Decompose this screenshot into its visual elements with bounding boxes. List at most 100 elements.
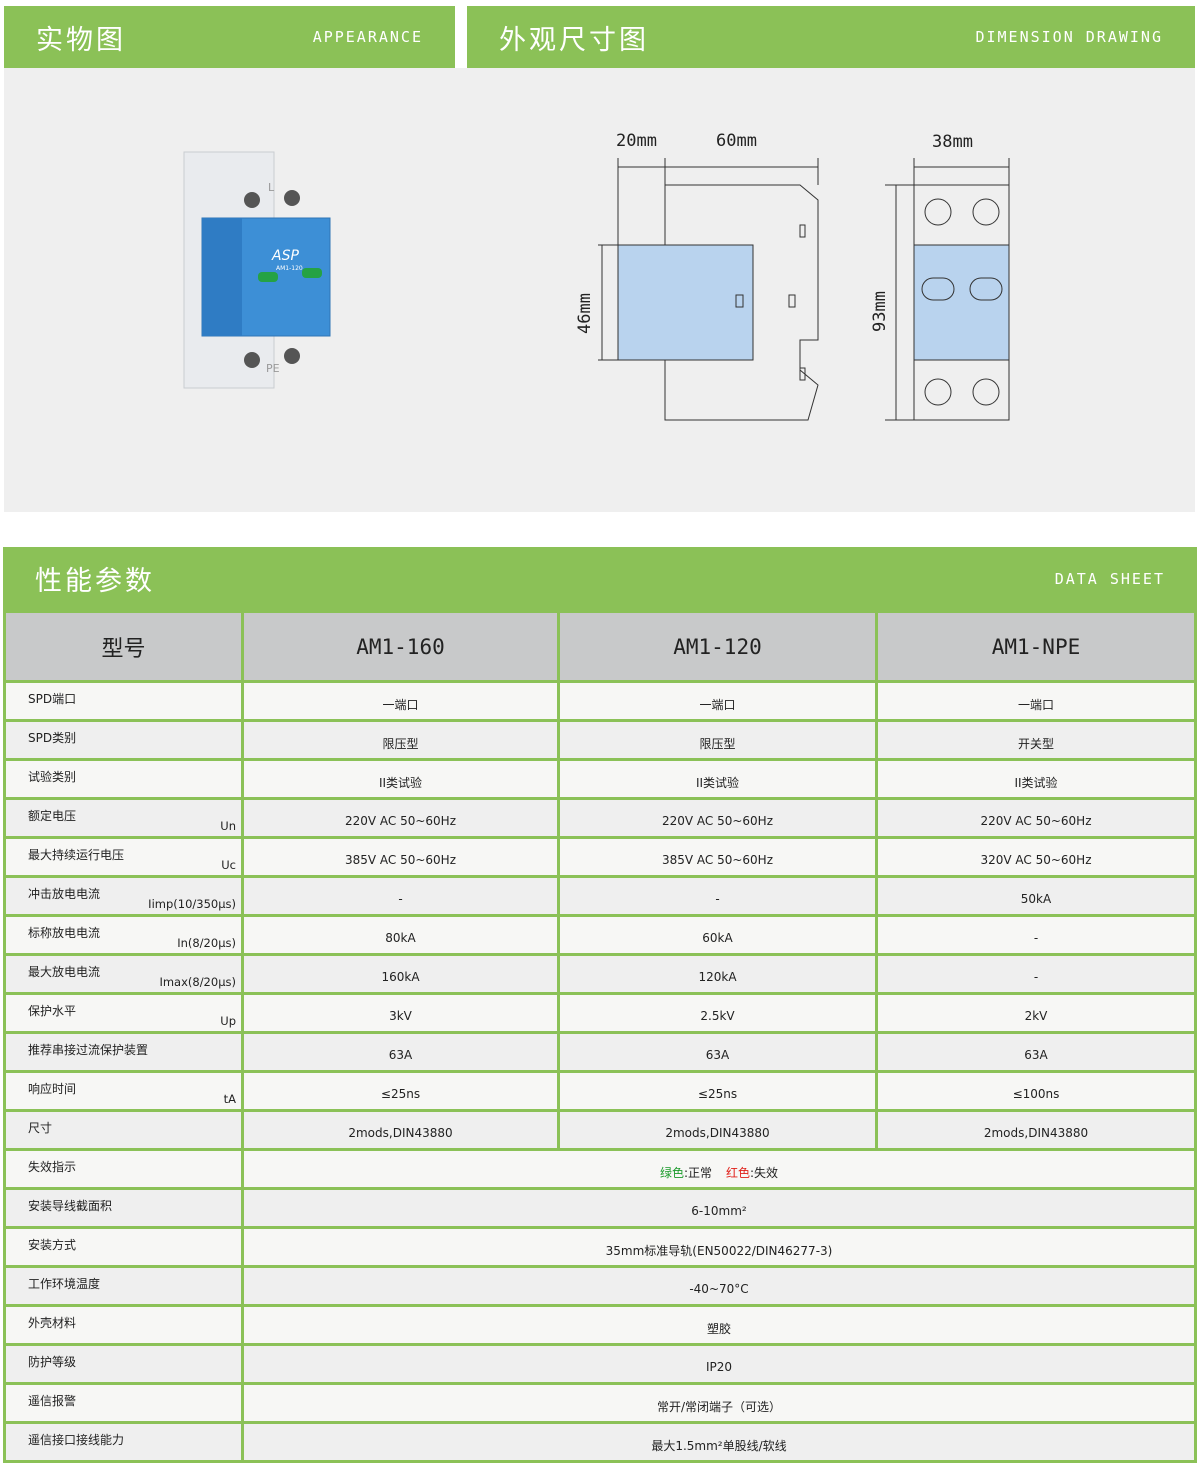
row-symbol: Uc (221, 858, 236, 872)
row-label: 尺寸 (3, 1109, 244, 1151)
table-row: SPD端口一端口一端口一端口 (3, 680, 1197, 722)
row-label: 冲击放电电流 Iimp(10/350μs) (3, 875, 244, 917)
table-row-indicator: 失效指示绿色:正常红色:失效 (3, 1148, 1197, 1190)
value-cell: - (241, 875, 560, 917)
datasheet-title-en: DATA SHEET (1054, 569, 1165, 588)
table-row: 遥信接口接线能力最大1.5mm²单股线/软线 (3, 1421, 1197, 1463)
row-label-text: SPD端口 (28, 691, 77, 706)
row-label: 安装方式 (3, 1226, 244, 1268)
row-label: 防护等级 (3, 1343, 244, 1385)
value-cell: 常开/常闭端子（可选） (241, 1382, 1197, 1424)
row-label: SPD类别 (3, 719, 244, 761)
value-cell: 80kA (241, 914, 560, 956)
table-row: 外壳材料塑胶 (3, 1304, 1197, 1346)
value-cell: 220V AC 50~60Hz (241, 797, 560, 839)
value-cell: 35mm标准导轨(EN50022/DIN46277-3) (241, 1226, 1197, 1268)
row-label-text: SPD类别 (28, 730, 77, 745)
row-label-text: 冲击放电电流 (28, 886, 101, 901)
value-cell: 限压型 (241, 719, 560, 761)
row-symbol: In(8/20μs) (177, 936, 236, 950)
value-cell: 最大1.5mm²单股线/软线 (241, 1421, 1197, 1463)
row-label: 试验类别 (3, 758, 244, 800)
row-label: 响应时间 tA (3, 1070, 244, 1112)
table-row: 工作环境温度-40~70°C (3, 1265, 1197, 1307)
terminal-label-bottom: PE (266, 362, 280, 375)
value-cell: 160kA (241, 953, 560, 995)
status-window-icon (258, 272, 278, 282)
value-cell: 50kA (875, 875, 1197, 917)
value-cell: 2kV (875, 992, 1197, 1034)
value-cell: 一端口 (241, 680, 560, 722)
brand-logo: ASP (271, 248, 299, 264)
row-symbol: Up (220, 1014, 236, 1028)
row-label: 推荐串接过流保护装置 (3, 1031, 244, 1073)
indicator-red-text: :失效 (750, 1165, 779, 1180)
module-model: AM1-120 (276, 265, 303, 272)
value-cell: 3kV (241, 992, 560, 1034)
value-cell: 绿色:正常红色:失效 (241, 1148, 1197, 1190)
dimension-title-en: DIMENSION DRAWING (975, 28, 1163, 46)
row-label-text: 保护水平 (28, 1003, 77, 1018)
dimension-drawing: 20mm 60mm 38mm 46mm 93mm (575, 131, 1010, 421)
value-cell: 2.5kV (557, 992, 878, 1034)
appearance-title-en: APPEARANCE (312, 28, 423, 46)
value-cell: 2mods,DIN43880 (241, 1109, 560, 1151)
header-cell: AM1-120 (557, 610, 878, 683)
row-symbol: Imax(8/20μs) (159, 975, 236, 989)
value-cell: 塑胶 (241, 1304, 1197, 1346)
row-label-text: 最大持续运行电压 (28, 847, 125, 862)
row-label: 外壳材料 (3, 1304, 244, 1346)
value-cell: IP20 (241, 1343, 1197, 1385)
value-cell: 385V AC 50~60Hz (557, 836, 878, 878)
row-label-text: 响应时间 (28, 1081, 77, 1096)
value-cell: ≤25ns (241, 1070, 560, 1112)
value-cell: 385V AC 50~60Hz (241, 836, 560, 878)
header-cell: AM1-160 (241, 610, 560, 683)
datasheet-header: 性能参数 DATA SHEET (3, 547, 1197, 610)
row-symbol: Iimp(10/350μs) (148, 897, 236, 911)
row-label-text: 标称放电电流 (28, 925, 101, 940)
header-cell: 型号 (3, 610, 244, 683)
terminal-label-top: L (268, 181, 275, 194)
value-cell: 320V AC 50~60Hz (875, 836, 1197, 878)
row-symbol: tA (223, 1092, 236, 1106)
value-cell: 一端口 (875, 680, 1197, 722)
dim-46mm: 46mm (575, 293, 595, 334)
row-label-text: 推荐串接过流保护装置 (28, 1042, 149, 1057)
value-cell: 2mods,DIN43880 (875, 1109, 1197, 1151)
value-cell: 6-10mm² (241, 1187, 1197, 1229)
row-label: 工作环境温度 (3, 1265, 244, 1307)
datasheet-title: 性能参数 (35, 566, 155, 597)
value-cell: 120kA (557, 953, 878, 995)
row-label-text: 试验类别 (28, 769, 77, 784)
dimension-title: 外观尺寸图 (499, 24, 649, 56)
value-cell: 限压型 (557, 719, 878, 761)
value-cell: - (557, 875, 878, 917)
dim-93mm: 93mm (870, 291, 890, 332)
row-label: 标称放电电流 In(8/20μs) (3, 914, 244, 956)
appearance-title: 实物图 (36, 24, 126, 56)
row-label: 失效指示 (3, 1148, 244, 1190)
dim-38mm: 38mm (932, 132, 973, 152)
value-cell: 63A (875, 1031, 1197, 1073)
dimension-header: 外观尺寸图 DIMENSION DRAWING (467, 6, 1195, 68)
value-cell: 63A (557, 1031, 878, 1073)
value-cell: ≤100ns (875, 1070, 1197, 1112)
row-symbol: Un (220, 819, 236, 833)
indicator-green: 绿色 (659, 1165, 684, 1180)
value-cell: -40~70°C (241, 1265, 1197, 1307)
value-cell: - (875, 914, 1197, 956)
value-cell: 2mods,DIN43880 (557, 1109, 878, 1151)
table-row: SPD类别限压型限压型开关型 (3, 719, 1197, 761)
status-window-icon (302, 268, 322, 278)
